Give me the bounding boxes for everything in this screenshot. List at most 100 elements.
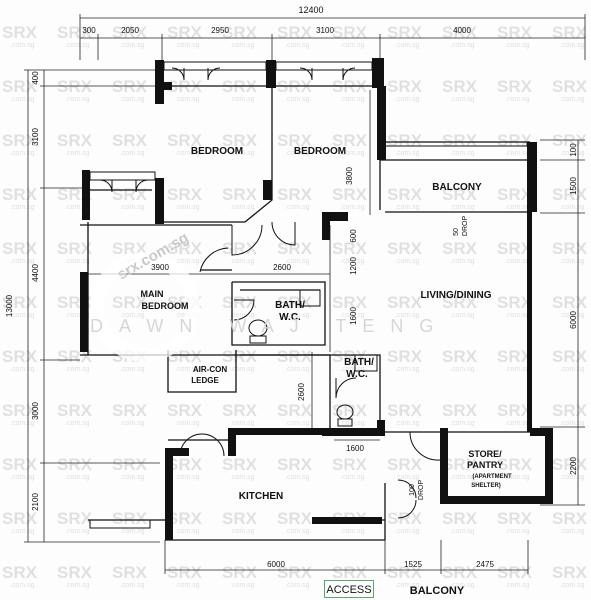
watermark-brand: SRX <box>112 77 148 96</box>
watermark-domain: .com.sg <box>395 42 420 49</box>
watermark-brand: SRX <box>442 131 478 150</box>
watermark-brand: SRX <box>167 401 203 420</box>
watermark-brand: SRX <box>222 239 258 258</box>
watermark-brand: SRX <box>332 239 368 258</box>
watermark-domain: .com.sg <box>395 420 420 427</box>
watermark-brand: SRX <box>332 23 368 42</box>
dim-drop-label-1: DROP <box>462 216 469 237</box>
watermark-brand: SRX <box>332 455 368 474</box>
watermark-domain: .com.sg <box>340 366 365 373</box>
watermark-domain: .com.sg <box>505 150 530 157</box>
watermark-brand: SRX <box>442 509 478 528</box>
dim-right-0: 100 <box>569 143 578 157</box>
watermark-domain: .com.sg <box>450 258 475 265</box>
watermark-brand: SRX <box>552 77 588 96</box>
watermark-domain: .com.sg <box>65 258 90 265</box>
watermark-brand: SRX <box>442 293 478 312</box>
watermark-brand: SRX <box>442 455 478 474</box>
watermark-brand: SRX <box>222 347 258 366</box>
watermark-brand: SRX <box>332 563 368 582</box>
watermark-domain: .com.sg <box>230 150 255 157</box>
watermark-brand: SRX <box>2 563 38 582</box>
watermark-brand: SRX <box>387 185 423 204</box>
watermark-domain: .com.sg <box>450 474 475 481</box>
dim-600: 600 <box>349 229 358 243</box>
watermark-domain: .com.sg <box>10 420 35 427</box>
watermark-brand: SRX <box>387 347 423 366</box>
watermark-brand: SRX <box>222 509 258 528</box>
watermark-brand: SRX <box>167 23 203 42</box>
watermark-domain: .com.sg <box>175 258 200 265</box>
watermark-brand: SRX <box>277 293 313 312</box>
watermark-brand: SRX <box>2 401 38 420</box>
watermark-brand: SRX <box>552 185 588 204</box>
dim-bottom-1525: 1525 <box>404 560 422 569</box>
dim-1600-v: 1600 <box>349 307 358 325</box>
watermark-brand: SRX <box>277 185 313 204</box>
watermark-domain: .com.sg <box>560 528 585 535</box>
watermark-domain: .com.sg <box>285 258 310 265</box>
watermark-domain: .com.sg <box>285 204 310 211</box>
watermark-domain: .com.sg <box>285 96 310 103</box>
watermark-brand: SRX <box>442 347 478 366</box>
agent-watermark: DAWN WAJ TENG <box>90 316 449 336</box>
dim-2600-h: 2600 <box>273 263 291 272</box>
windows <box>89 61 528 529</box>
watermark-domain: .com.sg <box>65 366 90 373</box>
watermark-brand: SRX <box>332 131 368 150</box>
watermark-brand: SRX <box>2 77 38 96</box>
watermark-domain: .com.sg <box>65 204 90 211</box>
watermark-domain: .com.sg <box>175 42 200 49</box>
watermark-domain: .com.sg <box>505 204 530 211</box>
watermark-domain: .com.sg <box>10 204 35 211</box>
watermark-domain: .com.sg <box>450 150 475 157</box>
watermark-domain: .com.sg <box>340 258 365 265</box>
watermark-brand: SRX <box>497 347 533 366</box>
dim-top-2: 2950 <box>211 26 229 35</box>
watermark-brand: SRX <box>112 23 148 42</box>
watermark-brand: SRX <box>112 563 148 582</box>
watermark-brand: SRX <box>277 509 313 528</box>
watermark-domain: .com.sg <box>230 42 255 49</box>
store-label-3: (APARTMENT <box>472 474 512 480</box>
watermark-brand: SRX <box>277 401 313 420</box>
watermark-domain: .com.sg <box>395 96 420 103</box>
watermark-brand: SRX <box>167 455 203 474</box>
balcony-bottom-label: BALCONY <box>410 585 465 597</box>
watermark-brand: SRX <box>332 185 368 204</box>
room-labels: BEDROOM BEDROOM BALCONY MAIN BEDROOM BAT… <box>141 146 512 597</box>
watermark-domain: .com.sg <box>505 258 530 265</box>
watermark-domain: .com.sg <box>175 420 200 427</box>
watermark-domain: .com.sg <box>340 204 365 211</box>
watermark-domain: .com.sg <box>560 204 585 211</box>
watermark-brand: SRX <box>552 401 588 420</box>
watermark-brand: SRX <box>167 563 203 582</box>
watermark-domain: .com.sg <box>230 528 255 535</box>
watermark-brand: SRX <box>387 23 423 42</box>
watermark-brand: SRX <box>112 293 148 312</box>
watermark-domain: .com.sg <box>560 420 585 427</box>
watermark-domain: .com.sg <box>10 96 35 103</box>
watermark-brand: SRX <box>387 293 423 312</box>
watermark-domain: .com.sg <box>65 42 90 49</box>
watermark-domain: .com.sg <box>65 96 90 103</box>
watermark-domain: .com.sg <box>65 474 90 481</box>
watermark-brand: SRX <box>2 23 38 42</box>
watermark-domain: .com.sg <box>230 96 255 103</box>
watermark-brand: SRX <box>277 455 313 474</box>
watermark-brand: SRX <box>57 401 93 420</box>
watermark-brand: SRX <box>57 509 93 528</box>
watermark-domain: .com.sg <box>10 42 35 49</box>
watermark-brand: SRX <box>497 563 533 582</box>
watermark-domain: .com.sg <box>395 204 420 211</box>
bath-1-label-1: BATH/ <box>275 300 305 311</box>
watermark-domain: .com.sg <box>560 96 585 103</box>
dim-left-2: 4400 <box>31 264 40 282</box>
dim-1600-h: 1600 <box>346 444 364 453</box>
watermark-brand: SRX <box>387 239 423 258</box>
watermark-brand: SRX <box>2 293 38 312</box>
watermark-brand: SRX <box>552 131 588 150</box>
store-label-1: STORE/ <box>468 449 502 459</box>
watermark-brand: SRX <box>222 131 258 150</box>
watermark-domain: .com.sg <box>10 312 35 319</box>
